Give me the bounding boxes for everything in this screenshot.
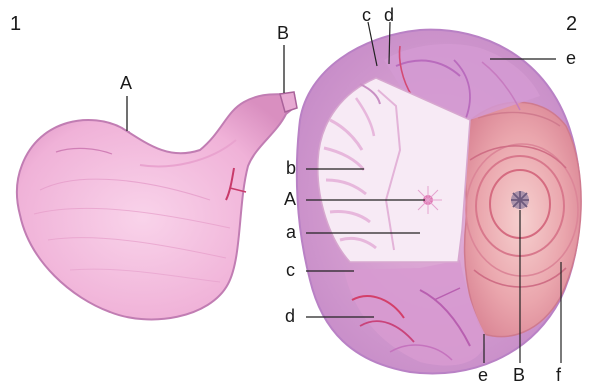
label-B: B	[513, 366, 525, 384]
label-d-bottom: d	[285, 307, 295, 325]
label-c-top: c	[362, 6, 371, 24]
ulcer-crater-b	[511, 191, 529, 209]
label-e-top: e	[566, 49, 576, 67]
label-a: a	[286, 223, 296, 241]
label-e-bottom: e	[478, 366, 488, 384]
panel-number-2: 2	[566, 14, 577, 34]
label-p1-a: A	[120, 74, 132, 92]
label-b: b	[286, 159, 296, 177]
panel-number-1: 1	[10, 14, 21, 34]
label-p1-b: B	[277, 24, 289, 42]
whole-stomach-section	[17, 92, 297, 319]
label-d-top: d	[384, 6, 394, 24]
label-A: A	[284, 190, 296, 208]
stomach-body	[17, 94, 296, 319]
label-f: f	[556, 366, 561, 384]
cross-section	[297, 30, 581, 374]
label-c-bottom: c	[286, 261, 295, 279]
